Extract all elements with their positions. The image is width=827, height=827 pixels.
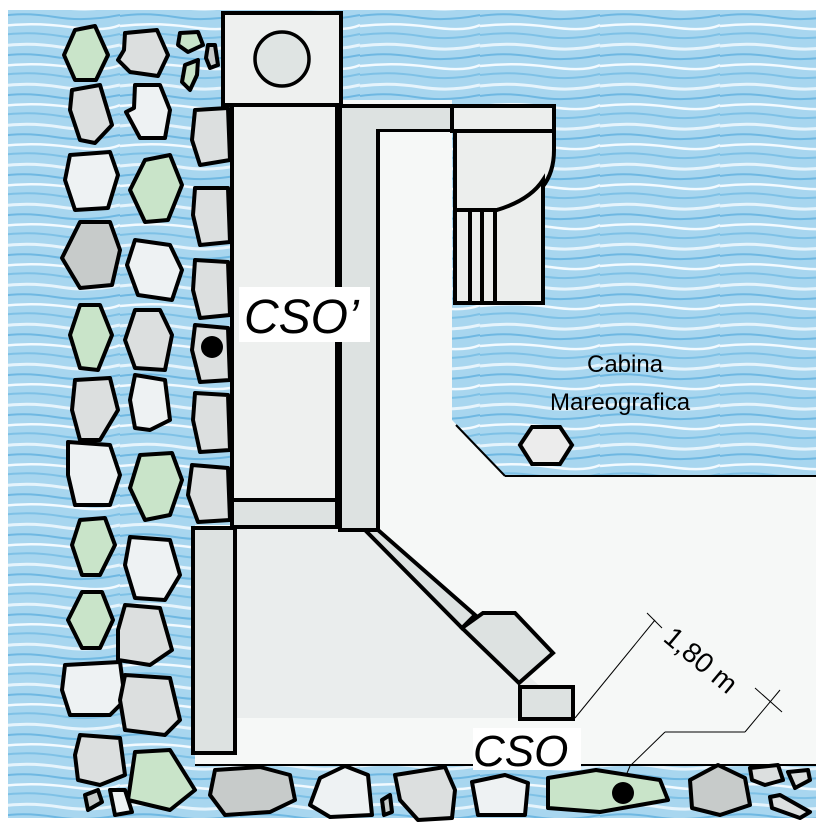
cso-label-bg <box>473 728 581 770</box>
lower-left-wall <box>191 526 237 755</box>
inner-deck <box>380 132 452 432</box>
cso-prime-benchmark-marker <box>201 336 223 358</box>
ramp-block <box>458 611 556 686</box>
cabina-label-line1: Cabina <box>587 351 664 378</box>
dimension-line <box>574 612 783 791</box>
cso-prime-label: CSO’ <box>244 291 360 344</box>
cabina-label-line2: Mareografica <box>550 389 691 416</box>
cso-benchmark-marker <box>612 782 634 804</box>
pier-edge-diag <box>455 424 506 477</box>
stair-top-bar <box>450 104 556 133</box>
cso-prime-label-bg <box>239 287 370 342</box>
stair-body <box>453 173 545 305</box>
ramp-area <box>235 528 575 718</box>
cso-block <box>518 685 575 721</box>
diagonal-ramp <box>360 528 478 631</box>
breakwater-rocks-bottom <box>208 763 812 822</box>
tide-gauge-cabin-icon <box>517 425 575 466</box>
bollard-icon <box>253 30 311 88</box>
breakwater-rocks-left <box>60 24 220 817</box>
cso-label: CSO <box>473 727 568 776</box>
left-wall-foot <box>230 498 339 529</box>
